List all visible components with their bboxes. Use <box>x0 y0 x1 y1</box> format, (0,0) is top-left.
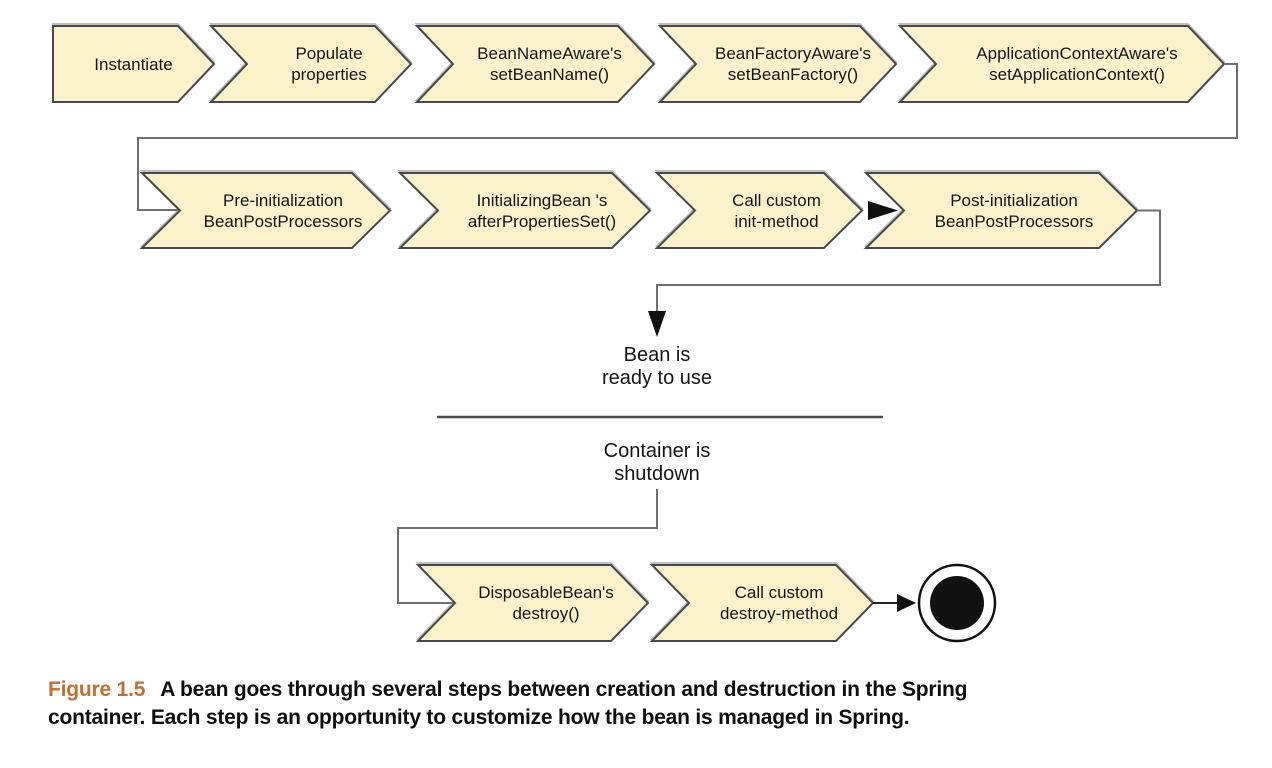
chevron-set-bean-name <box>414 25 656 103</box>
figure-number-label: Figure 1.5 <box>48 678 146 701</box>
right-arrowhead-icon <box>868 201 898 220</box>
figure-caption: Figure 1.5 A bean goes through several st… <box>48 676 1133 732</box>
chevron-set-application-context <box>897 25 1226 103</box>
chevron-call-custom-init-method <box>654 172 864 249</box>
chevron-after-properties-set <box>397 172 652 249</box>
lifecycle-diagram <box>52 25 1238 643</box>
chevron-call-custom-destroy-method <box>649 564 875 642</box>
chevron-post-init-beanpostprocessors <box>863 172 1139 249</box>
caption-line-1: A bean goes through several steps betwee… <box>160 678 968 701</box>
connector-shutdown-to-row3 <box>397 489 658 604</box>
chevron-pre-init-beanpostprocessors <box>139 172 392 249</box>
chevron-instantiate <box>52 25 216 103</box>
chevron-populate-properties <box>208 25 413 103</box>
caption-line-2: container. Each step is an opportunity t… <box>48 706 910 729</box>
connector-row1-to-row2 <box>137 63 1238 211</box>
down-arrowhead-icon <box>648 311 666 337</box>
chevron-disposable-bean-destroy <box>415 564 650 642</box>
final-arrowhead-icon <box>897 594 916 612</box>
chevron-set-bean-factory <box>657 25 898 103</box>
connector-row2-to-ready <box>656 209 1161 313</box>
final-state-inner-dot <box>930 576 984 630</box>
